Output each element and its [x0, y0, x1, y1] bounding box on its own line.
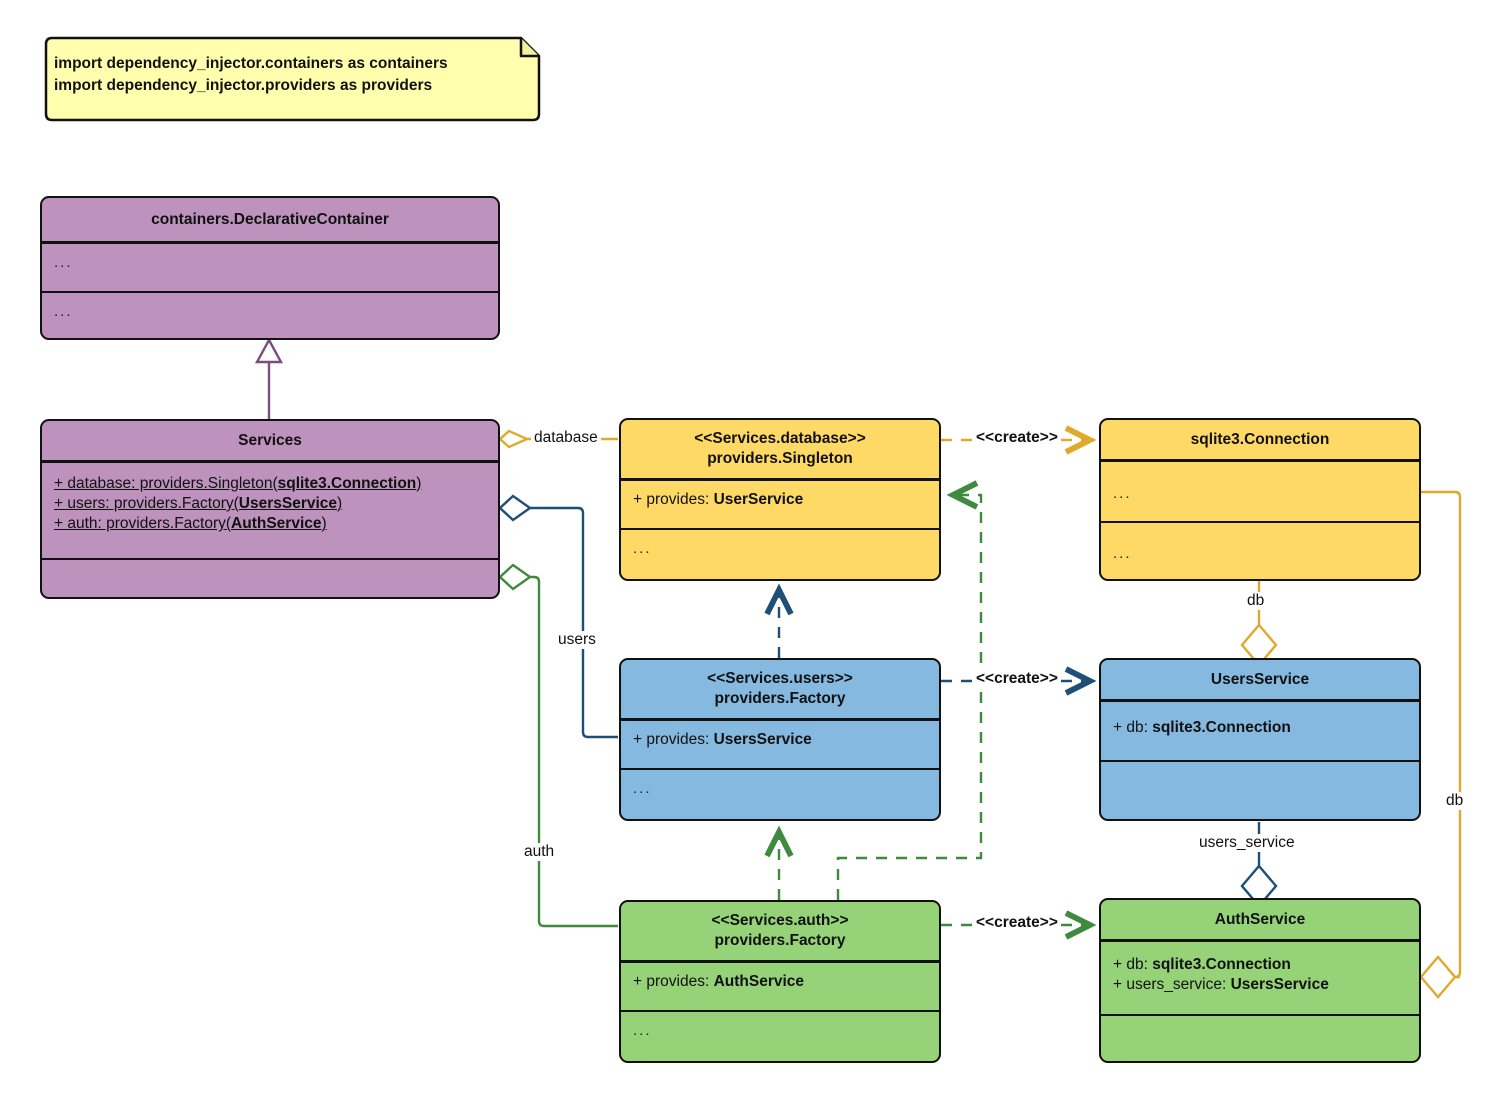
note-text: import dependency_injector.containers as… [54, 53, 524, 97]
methods-compartment [1101, 762, 1419, 819]
class-title: UsersService [1210, 670, 1310, 688]
edge-aggregation-auth [498, 563, 618, 928]
methods-compartment: ... [1113, 545, 1132, 562]
methods-compartment: ... [54, 303, 73, 320]
methods-compartment [1101, 1016, 1419, 1061]
class-title: sqlite3.Connection [1190, 430, 1330, 448]
attribute-provides: + provides: UsersService [633, 730, 812, 748]
compartment-divider [1101, 1013, 1419, 1016]
attribute-users-service: + users_service: UsersService [1113, 975, 1329, 993]
attributes-compartment: + database: providers.Singleton(sqlite3.… [42, 463, 498, 558]
attribute-db: + db: sqlite3.Connection [1113, 955, 1291, 973]
attribute-database: + database: providers.Singleton(sqlite3.… [54, 474, 422, 492]
class-services-database-provider[interactable]: <<Services.database>> providers.Singleto… [619, 418, 941, 581]
attributes-compartment: + provides: UserService [621, 481, 939, 528]
note-shape [44, 36, 541, 122]
edge-dependency-auth-to-database [836, 495, 983, 900]
methods-compartment: ... [633, 1022, 652, 1039]
compartment-divider [42, 557, 498, 560]
attributes-compartment: ... [54, 253, 73, 271]
edge-generalization-services-to-declarativecontainer [254, 337, 284, 419]
class-name: providers.Factory [714, 690, 846, 707]
class-title: AuthService [1214, 910, 1306, 928]
methods-compartment [42, 560, 498, 597]
compartment-divider [621, 478, 939, 481]
edge-label-create-users: <<create>> [973, 670, 1061, 688]
edge-association-db-usersservice [1240, 581, 1278, 667]
compartment-divider [621, 718, 939, 721]
attributes-compartment: ... [1113, 484, 1132, 502]
compartment-divider [621, 767, 939, 770]
compartment-divider [1101, 699, 1419, 702]
class-name: providers.Factory [714, 932, 846, 949]
note-line-2: import dependency_injector.providers as … [54, 77, 433, 94]
edge-label-db-usersservice: db [1244, 592, 1268, 610]
class-title: <<Services.database>> providers.Singleto… [621, 420, 939, 478]
compartment-divider [42, 290, 498, 293]
attribute-db: + db: sqlite3.Connection [1113, 718, 1291, 736]
attributes-compartment: + provides: UsersService [621, 721, 939, 768]
class-title: <<Services.users>> providers.Factory [621, 660, 939, 718]
edge-label-create-auth: <<create>> [973, 914, 1061, 932]
class-sqlite3-connection[interactable]: sqlite3.Connection ... ... [1099, 418, 1421, 581]
attribute-auth: + auth: providers.Factory(AuthService) [54, 515, 327, 533]
compartment-divider [621, 1009, 939, 1012]
attribute-provides: + provides: UserService [633, 490, 804, 508]
compartment-divider [1101, 459, 1419, 462]
edge-association-db-authservice [1419, 490, 1462, 999]
attributes-compartment: + db: sqlite3.Connection + users_service… [1101, 942, 1419, 1014]
class-stereotype: <<Services.database>> [694, 430, 866, 448]
attributes-compartment: + db: sqlite3.Connection [1101, 702, 1419, 760]
edge-aggregation-users [498, 494, 618, 739]
class-services-users-provider[interactable]: <<Services.users>> providers.Factory + p… [619, 658, 941, 821]
edge-label-auth: auth [521, 843, 558, 861]
methods-compartment: ... [633, 540, 652, 557]
edge-label-create-database: <<create>> [973, 429, 1061, 447]
methods-compartment: ... [633, 780, 652, 797]
compartment-divider [1101, 759, 1419, 762]
imports-note: import dependency_injector.containers as… [40, 35, 542, 123]
class-title: containers.DeclarativeContainer [151, 210, 389, 228]
attribute-users: + users: providers.Factory(UsersService) [54, 494, 343, 512]
edge-label-db-authservice: db [1443, 792, 1467, 810]
class-title: Services [238, 431, 302, 449]
compartment-divider [621, 960, 939, 963]
class-usersservice[interactable]: UsersService + db: sqlite3.Connection [1099, 658, 1421, 821]
class-authservice[interactable]: AuthService + db: sqlite3.Connection + u… [1099, 898, 1421, 1063]
class-stereotype: <<Services.users>> [707, 670, 853, 688]
attributes-compartment: + provides: AuthService [621, 963, 939, 1010]
class-title: <<Services.auth>> providers.Factory [621, 902, 939, 960]
edge-label-database: database [531, 429, 601, 447]
attribute-provides: + provides: AuthService [633, 972, 805, 990]
edge-label-users: users [555, 631, 599, 649]
class-name: providers.Singleton [707, 450, 853, 467]
compartment-divider [42, 460, 498, 463]
class-services-auth-provider[interactable]: <<Services.auth>> providers.Factory + pr… [619, 900, 941, 1063]
compartment-divider [42, 241, 498, 244]
compartment-divider [621, 527, 939, 530]
compartment-divider [1101, 520, 1419, 523]
class-stereotype: <<Services.auth>> [711, 912, 849, 930]
class-containers-declarativecontainer[interactable]: containers.DeclarativeContainer ... ... [40, 196, 500, 340]
note-line-1: import dependency_injector.containers as… [54, 55, 448, 72]
edge-label-users-service: users_service [1196, 834, 1298, 852]
compartment-divider [1101, 939, 1419, 942]
class-services[interactable]: Services + database: providers.Singleton… [40, 419, 500, 599]
